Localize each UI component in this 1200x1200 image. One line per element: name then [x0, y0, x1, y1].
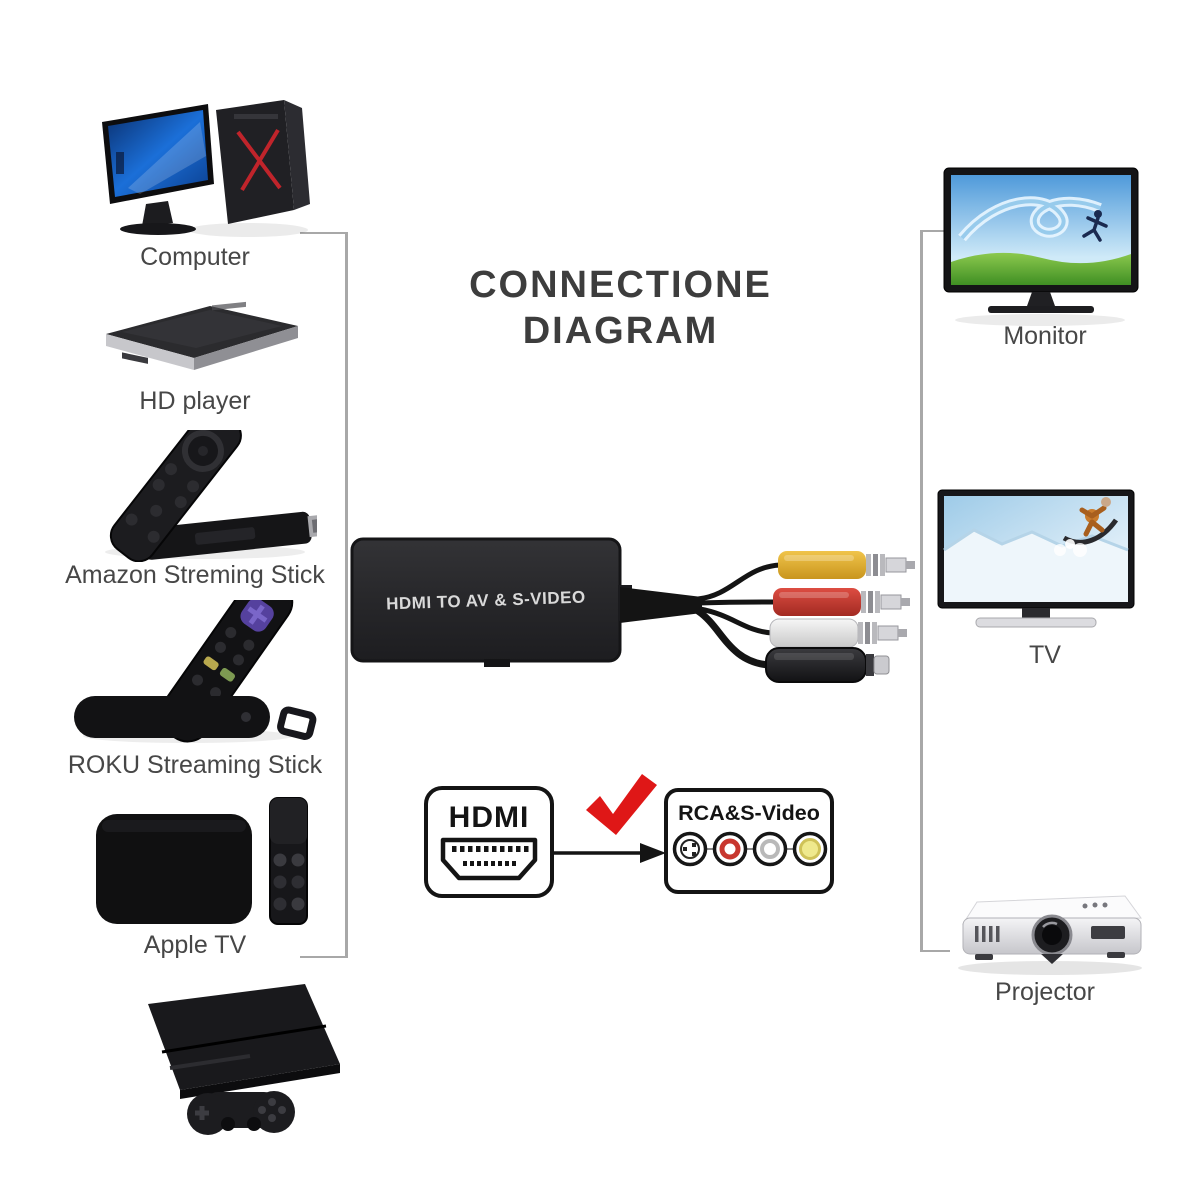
page-title-line1: CONNECTIONE: [469, 264, 772, 306]
page-title-line2: DIAGRAM: [522, 310, 719, 353]
source-label-roku-stick: ROKU Streaming Stick: [67, 751, 323, 779]
rca-yellow-plug-icon: [778, 551, 915, 579]
fire-stick-icon: [105, 430, 317, 562]
s-video-port-icon: [672, 831, 708, 867]
hdmi-converter-icon: HDMI TO AV & S-VIDEO: [350, 537, 915, 683]
snowboarder-figure: [1054, 497, 1119, 557]
computer-icon: [102, 100, 310, 237]
output-label-tv: TV: [1029, 641, 1061, 669]
outputs-group-bracket: [920, 230, 950, 952]
hdmi-label: HDMI: [448, 801, 530, 834]
output-label-monitor: Monitor: [1003, 322, 1087, 350]
rca-yellow-port-icon: [792, 831, 828, 867]
rca-svideo-plugs-icon: [672, 831, 828, 867]
game-console-icon: [148, 984, 340, 1135]
checkmark-icon: [586, 774, 657, 835]
page-title: CONNECTIONE DIAGRAM: [398, 262, 843, 355]
source-label-computer: Computer: [140, 243, 250, 271]
rca-red-plug-icon: [773, 588, 910, 616]
s-video-plug-icon: [765, 647, 890, 683]
roku-stick-icon: [74, 600, 317, 743]
hdmi-plug-icon: [440, 837, 538, 881]
source-label-amazon-stick: Amazon Streming Stick: [65, 561, 325, 589]
hd-player-icon: [106, 301, 298, 370]
apple-tv-icon: [96, 797, 308, 925]
source-label-hd-player: HD player: [139, 387, 251, 415]
rca-white-port-icon: [752, 831, 788, 867]
monitor-icon: [943, 167, 1139, 326]
rca-red-port-icon: [712, 831, 748, 867]
source-label-apple-tv: Apple TV: [143, 931, 247, 959]
tv-icon: [937, 489, 1135, 628]
rca-white-plug-icon: [769, 618, 907, 648]
jumping-figure: [1082, 210, 1108, 242]
hdmi-legend-box: HDMI: [424, 786, 554, 898]
sources-group-bracket: [300, 232, 348, 958]
arrow-right-icon: [554, 843, 666, 863]
projector-icon: [958, 895, 1142, 975]
rca-svideo-label: RCA&S-Video: [678, 801, 820, 825]
output-label-projector: Projector: [994, 978, 1096, 1006]
rca-svideo-legend-box: RCA&S-Video: [664, 788, 834, 894]
